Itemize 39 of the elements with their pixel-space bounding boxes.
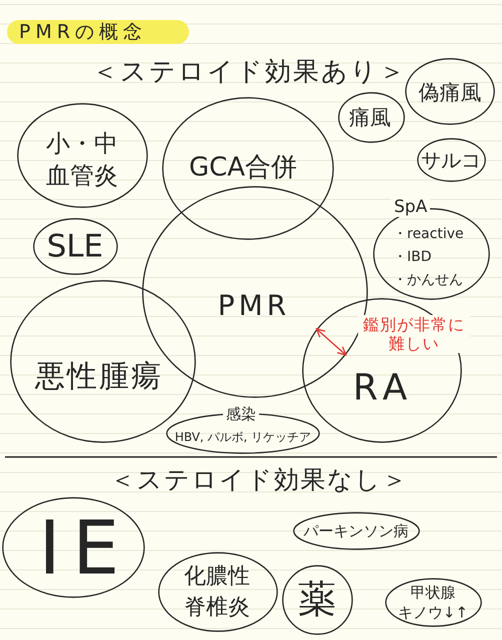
node-label: IE (38, 504, 132, 594)
node-label: SLE (46, 228, 104, 266)
disease-ellipse (302, 298, 462, 443)
node-heading: SpA (391, 197, 430, 218)
title: PMRの概念 (7, 20, 189, 44)
node-label: 甲状腺キノウ↓↑ (398, 584, 468, 622)
node-label: 小・中血管炎 (45, 128, 119, 192)
disease-ellipse (158, 552, 278, 632)
node-label: 薬 (298, 577, 336, 623)
disease-ellipse (385, 578, 482, 627)
list-item: ・IBD (393, 249, 432, 266)
node-label: サルコ (421, 148, 481, 172)
node-label: HBV, パルボ, リケッチア (174, 430, 312, 444)
node-label: 痛風 (349, 105, 391, 131)
disease-ellipse (293, 512, 420, 550)
node-label: 偽痛風 (418, 80, 482, 106)
node-label: GCA合併 (188, 152, 298, 184)
node-label: 悪性腫瘍 (34, 359, 163, 395)
list-item: ・かんせん (393, 272, 463, 289)
section-heading: ＜ステロイド効果あり＞ (92, 57, 407, 88)
disease-ellipse (417, 138, 486, 182)
disease-ellipse (405, 58, 495, 125)
disease-ellipse (33, 218, 118, 275)
node-label: 化膿性脊椎炎 (183, 563, 251, 622)
node-label: RA (352, 366, 414, 410)
disease-ellipse (282, 565, 353, 635)
disease-ellipse (166, 403, 320, 454)
edge-label: 鑑別が非常に難しい (358, 315, 470, 354)
node-label: パーキンソン病 (304, 522, 408, 540)
disease-ellipse (338, 92, 405, 143)
section-heading: ＜ステロイド効果なし＞ (110, 465, 408, 495)
node-heading: 感染 (223, 405, 259, 423)
list-item: ・reactive (393, 226, 464, 243)
disease-ellipse (17, 103, 148, 208)
double-arrow (316, 328, 347, 356)
disease-ellipse (373, 198, 490, 300)
node-label: PMR (216, 289, 290, 323)
disease-ellipse (2, 497, 145, 598)
disease-ellipse (162, 97, 334, 240)
